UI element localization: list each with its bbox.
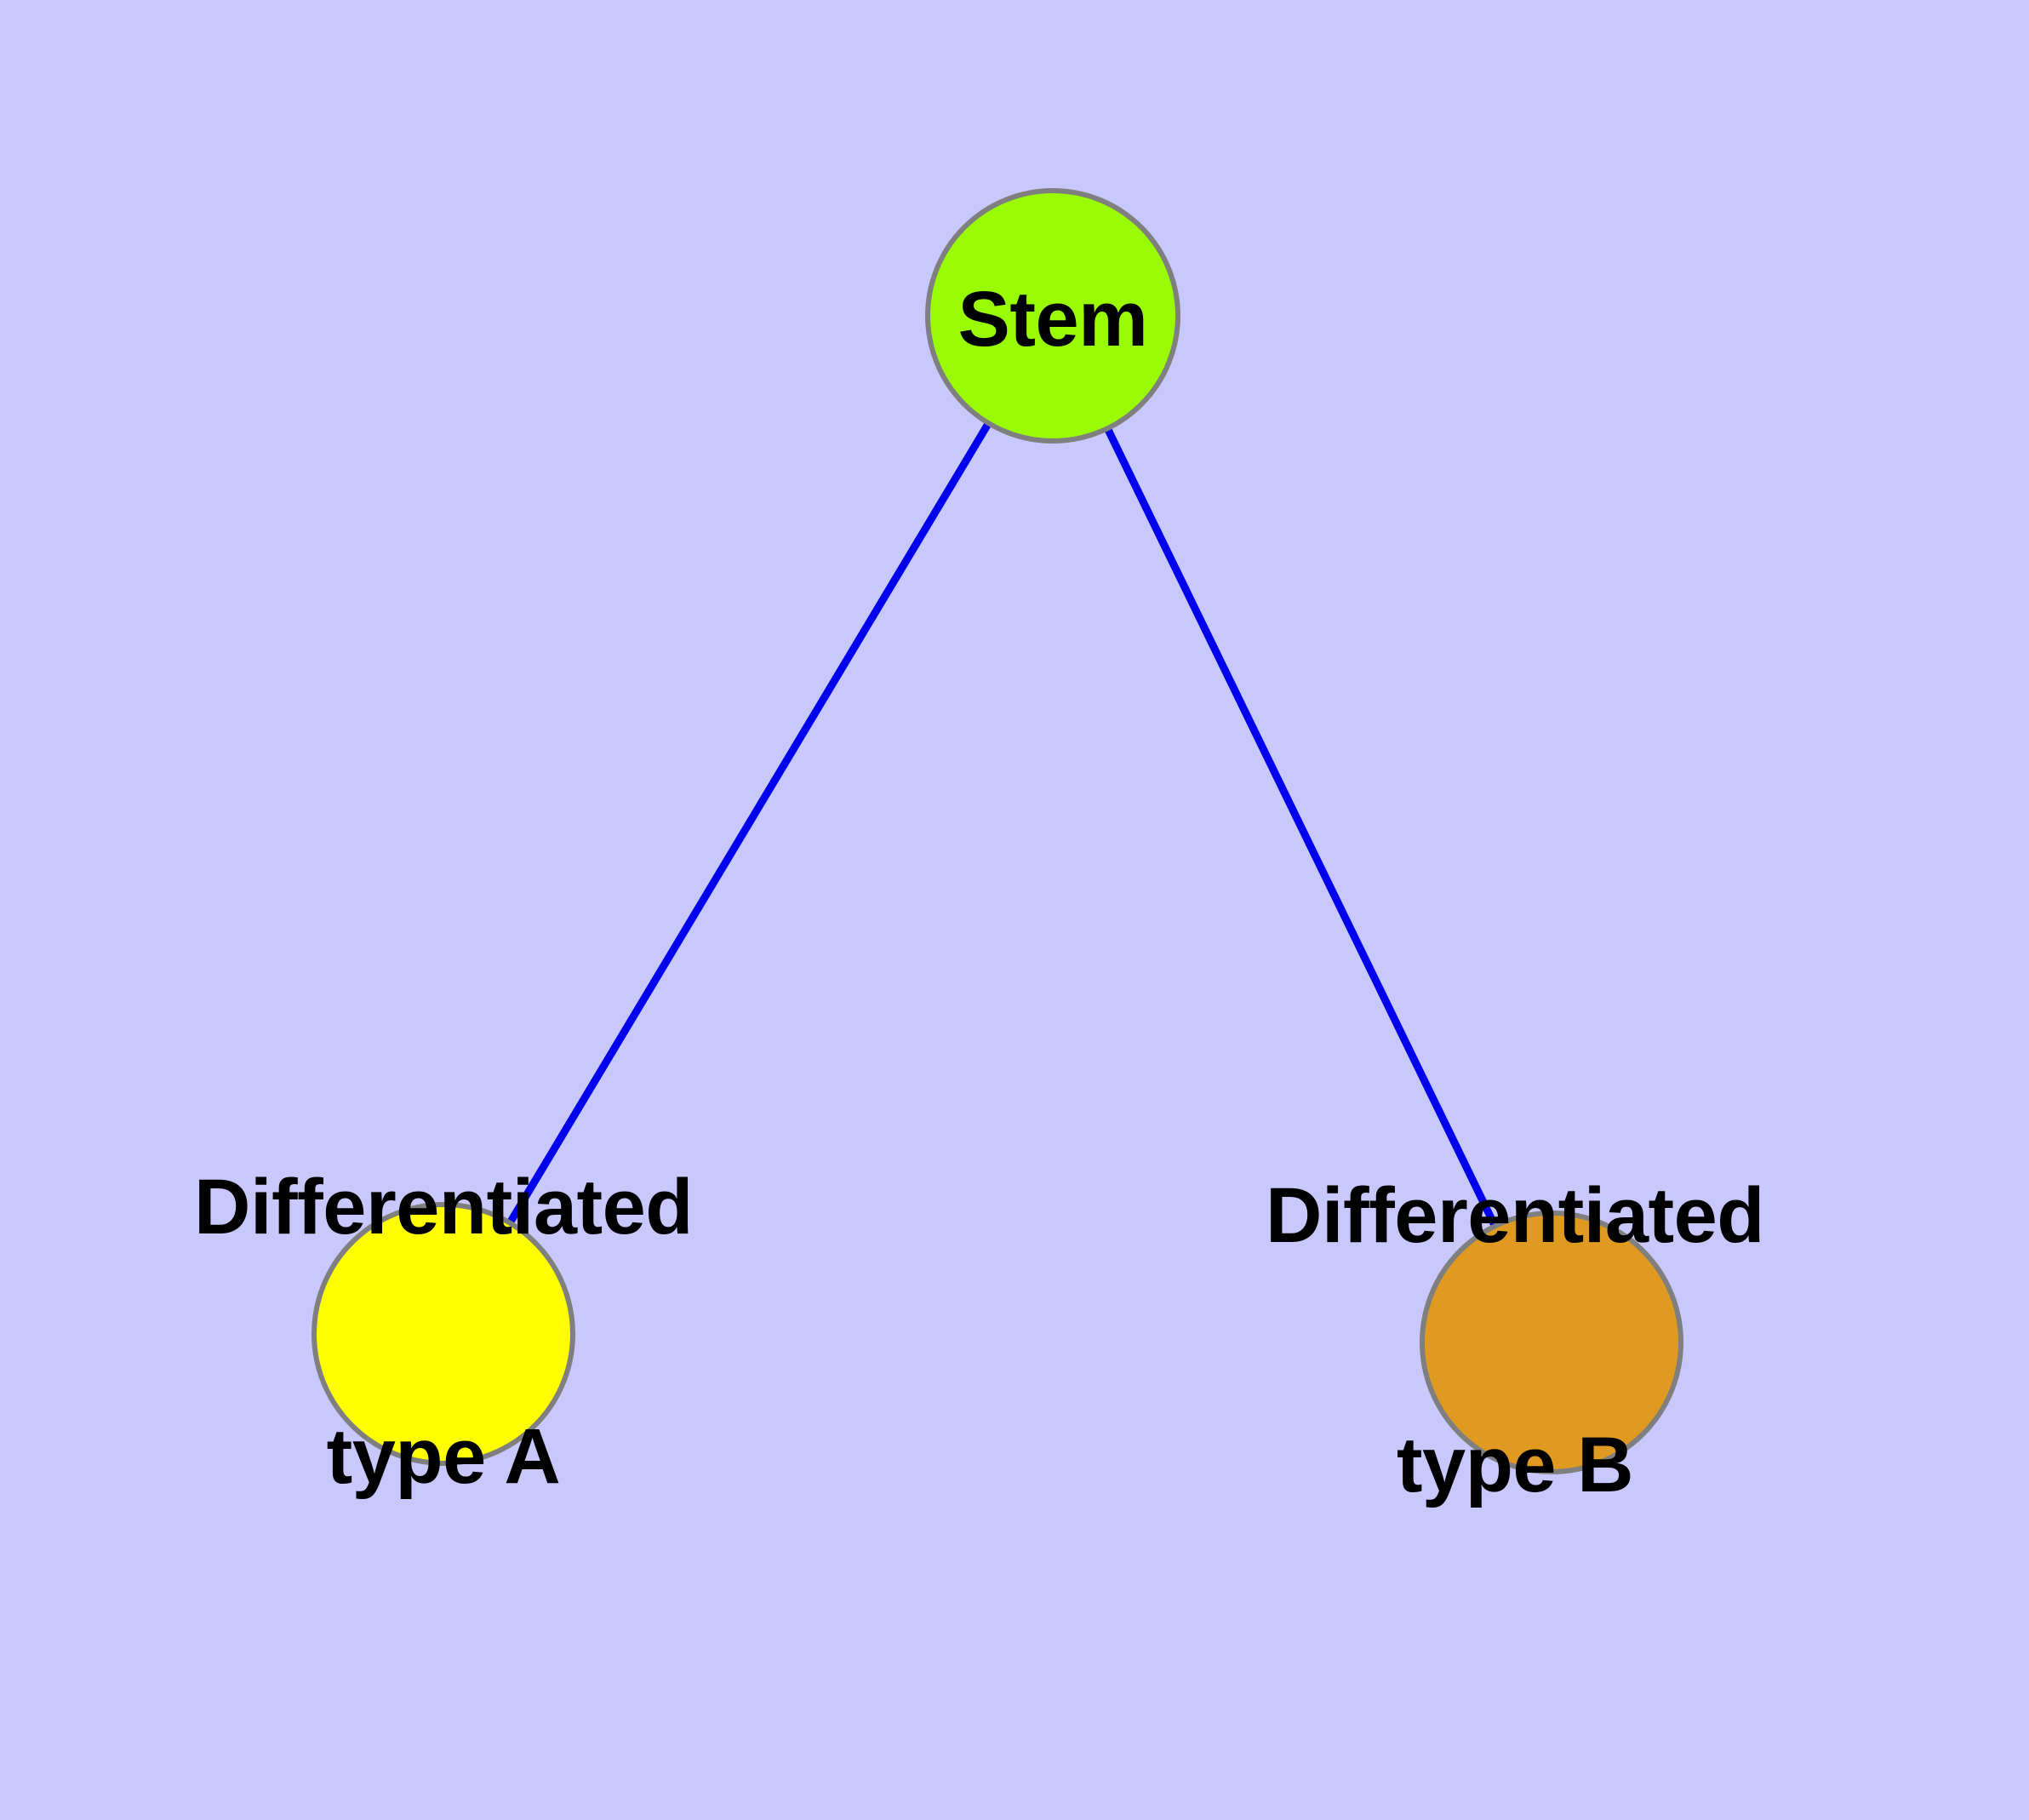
edge-stem-to-differentiated-type-b[interactable]: [1049, 314, 1556, 1344]
node-differentiated-type-b[interactable]: [1420, 1210, 1683, 1474]
node-stem[interactable]: [925, 188, 1180, 444]
node-differentiated-type-a[interactable]: [311, 1202, 575, 1466]
edge-stem-to-differentiated-type-a[interactable]: [440, 313, 1056, 1336]
